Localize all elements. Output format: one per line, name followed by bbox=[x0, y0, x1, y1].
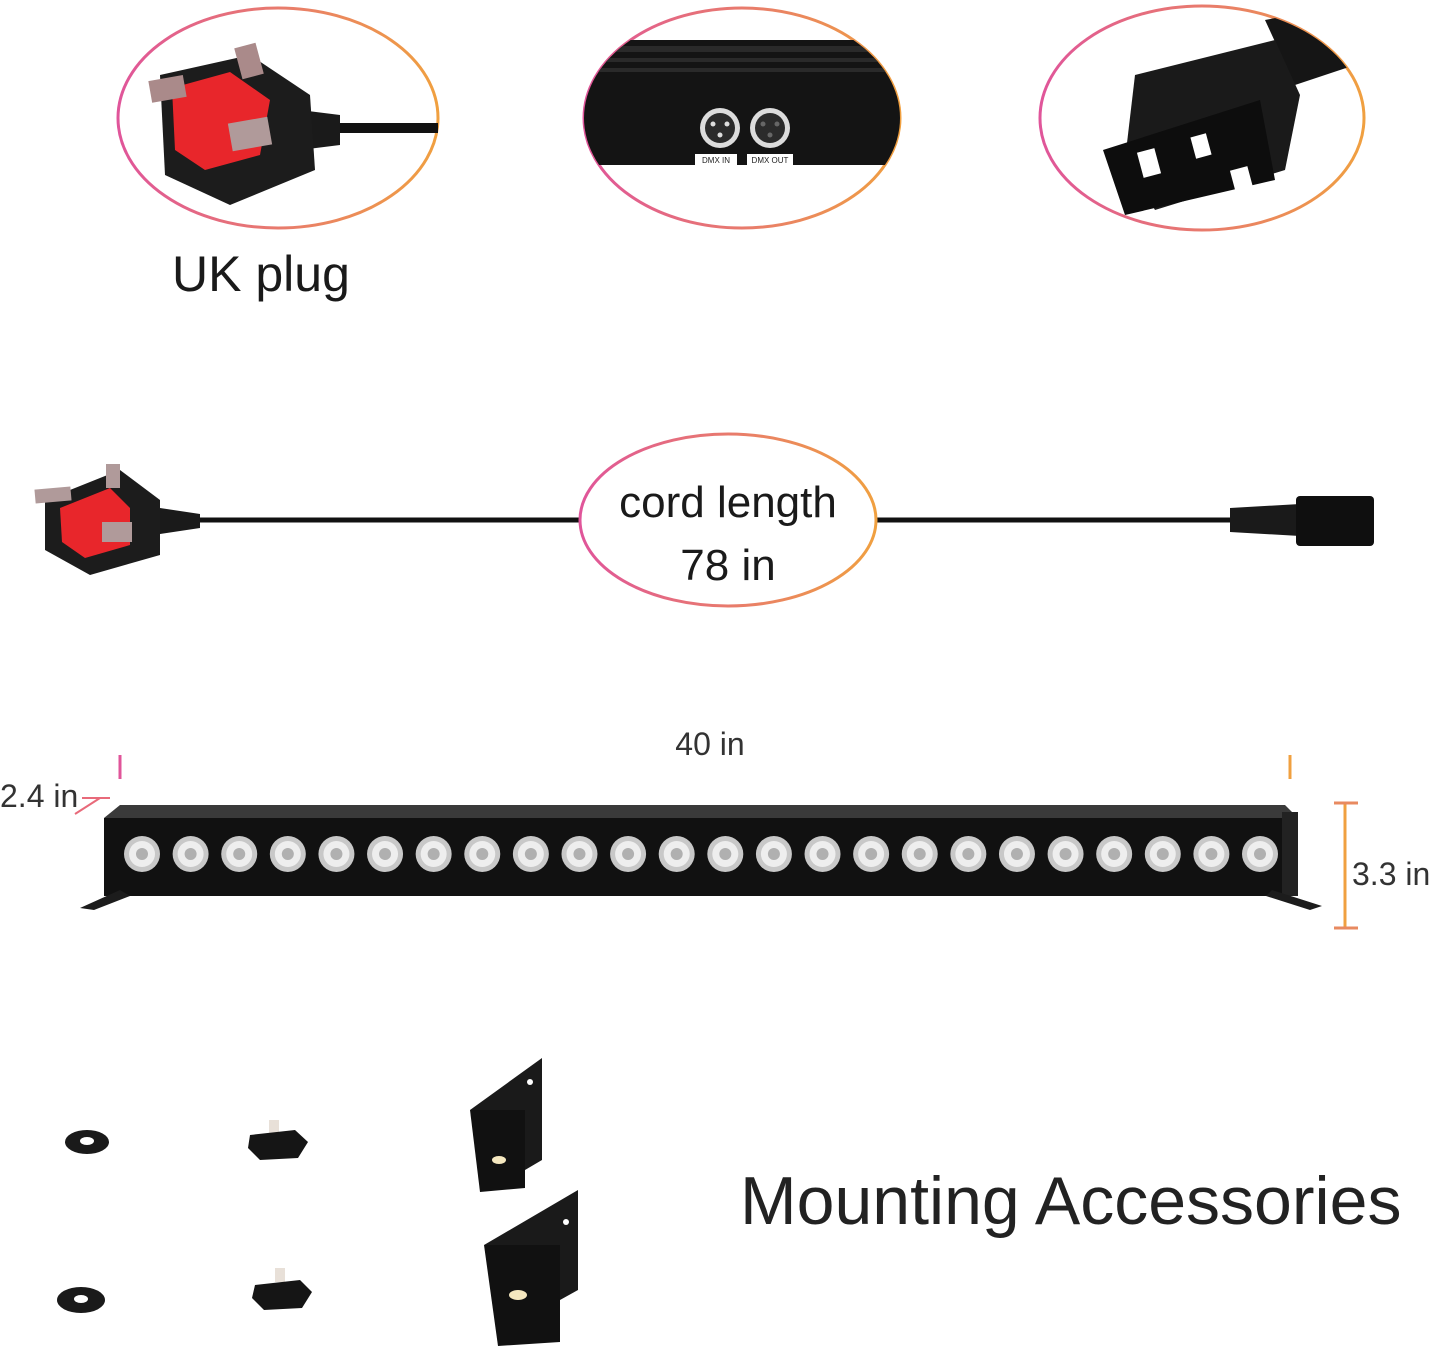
dmx-ports-callout: DMX IN DMX OUT bbox=[582, 6, 902, 230]
mounting-accessories-title: Mounting Accessories bbox=[740, 1163, 1402, 1239]
led-lens bbox=[755, 836, 792, 872]
led-lens bbox=[1096, 836, 1133, 872]
led-lens bbox=[269, 836, 306, 872]
iec-connector-callout bbox=[1038, 4, 1366, 232]
fixture-rear-panel bbox=[584, 40, 900, 165]
power-cord-diagram bbox=[34, 432, 1374, 608]
led-lens bbox=[610, 836, 647, 872]
dmx-out-label: DMX OUT bbox=[752, 156, 789, 165]
cord-uk-plug-icon bbox=[34, 464, 200, 575]
led-lens bbox=[1047, 836, 1084, 872]
led-lens bbox=[853, 836, 890, 872]
led-lens bbox=[1242, 836, 1278, 872]
led-lens bbox=[415, 836, 452, 872]
uk-plug-callout bbox=[116, 6, 440, 230]
cord-length-value: 78 in bbox=[680, 541, 776, 590]
led-lens bbox=[950, 836, 987, 872]
dmx-in-label: DMX IN bbox=[702, 156, 730, 165]
led-row bbox=[124, 836, 1278, 872]
led-bar-fixture-diagram bbox=[74, 755, 1358, 930]
led-lens bbox=[561, 836, 598, 872]
led-lens bbox=[1193, 836, 1230, 872]
led-lens bbox=[658, 836, 695, 872]
depth-dimension-mark bbox=[74, 797, 110, 815]
cord-length-label: cord length bbox=[619, 478, 837, 527]
height-dimension-label: 3.3 in bbox=[1352, 856, 1431, 892]
led-lens bbox=[318, 836, 355, 872]
washer-icon bbox=[65, 1130, 109, 1154]
iec-connector-icon bbox=[1103, 6, 1364, 215]
led-lens bbox=[1144, 836, 1181, 872]
led-bar-body bbox=[80, 805, 1322, 910]
depth-dimension-label: 2.4 in bbox=[0, 778, 79, 814]
mounting-bracket-icon bbox=[484, 1190, 578, 1346]
height-dimension-line bbox=[1334, 801, 1358, 930]
led-lens bbox=[221, 836, 258, 872]
led-lens bbox=[804, 836, 841, 872]
led-lens bbox=[172, 836, 209, 872]
led-lens bbox=[998, 836, 1035, 872]
length-dimension-label: 40 in bbox=[675, 726, 745, 762]
cord-iec-connector-icon bbox=[1230, 496, 1374, 546]
uk-plug-label: UK plug bbox=[172, 246, 350, 302]
length-dimension-line bbox=[118, 755, 1292, 779]
uk-plug-icon bbox=[148, 42, 438, 205]
mounting-hardware-illustration bbox=[57, 1058, 578, 1346]
thumb-knob-icon bbox=[252, 1268, 312, 1310]
led-lens bbox=[464, 836, 501, 872]
thumb-knob-icon bbox=[248, 1120, 308, 1160]
led-lens bbox=[901, 836, 938, 872]
led-lens bbox=[512, 836, 549, 872]
led-lens bbox=[367, 836, 404, 872]
led-lens bbox=[124, 836, 160, 872]
washer-icon bbox=[57, 1287, 105, 1313]
led-lens bbox=[707, 836, 744, 872]
mounting-bracket-icon bbox=[470, 1058, 542, 1192]
